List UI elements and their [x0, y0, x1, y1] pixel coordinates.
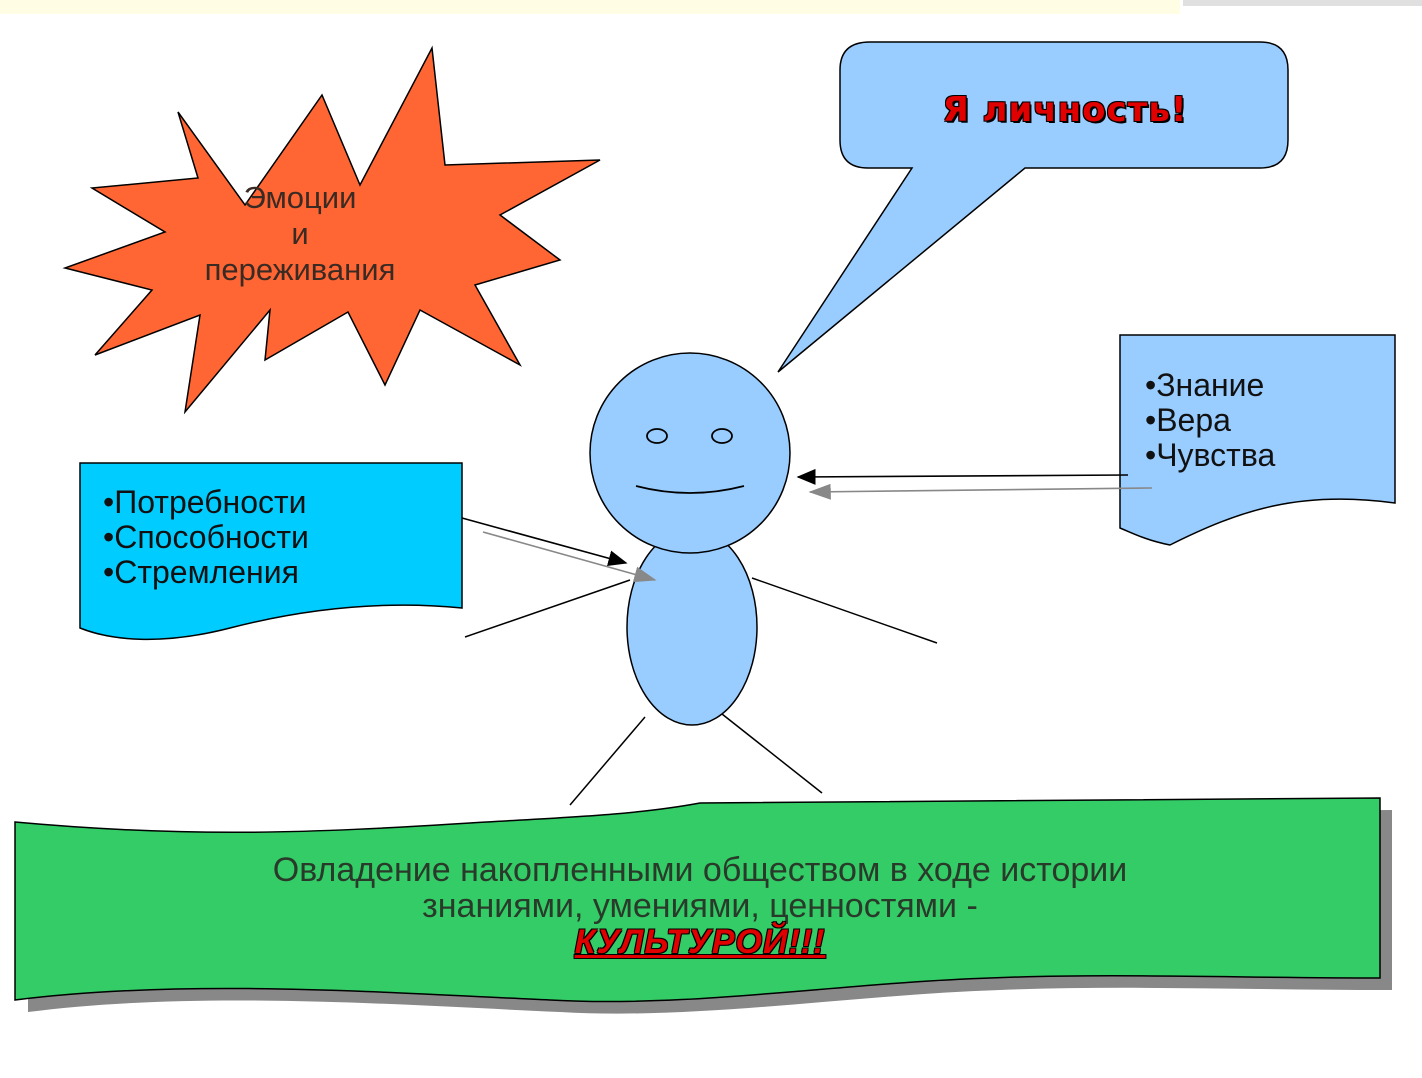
right-eye — [711, 428, 733, 444]
right-note-item: Знание — [1145, 368, 1275, 403]
smile — [635, 485, 745, 494]
banner-line-2: знаниями, умениями, ценностями - — [422, 887, 978, 925]
arrow-left-gray — [482, 531, 657, 583]
figure-body — [626, 528, 758, 726]
left-note-item: Стремления — [103, 555, 309, 590]
right-note-list: Знание Вера Чувства — [1145, 368, 1275, 473]
right-note-item: Чувства — [1145, 438, 1275, 473]
top-strip — [0, 0, 1180, 14]
banner-label: Овладение накопленными обществом в ходе … — [40, 852, 1360, 960]
arrow-right-gray — [808, 483, 1153, 500]
right-arm — [751, 577, 938, 644]
left-note-item: Потребности — [103, 485, 309, 520]
left-note-item: Способности — [103, 520, 309, 555]
arrow-right-black — [796, 468, 1129, 485]
banner-shape — [14, 797, 1381, 1003]
banner-line-1: Овладение накопленными обществом в ходе … — [272, 851, 1128, 889]
burst-line-1: Эмоции — [243, 180, 357, 215]
burst-label: Эмоции и переживания — [140, 180, 460, 288]
burst-line-3: переживания — [204, 252, 396, 287]
arrow-left-black — [461, 517, 628, 567]
burst-line-2: и — [291, 216, 309, 251]
speech-bubble — [777, 41, 1289, 373]
figure-head — [589, 352, 791, 554]
left-eye — [646, 428, 668, 444]
emotions-burst — [62, 45, 601, 415]
left-note-list: Потребности Способности Стремления — [103, 485, 309, 590]
left-leg — [569, 716, 646, 806]
left-arm — [464, 579, 631, 638]
speech-label: Я личность! — [942, 90, 1188, 130]
right-leg — [721, 713, 823, 794]
top-strip-right — [1183, 0, 1422, 6]
right-note-item: Вера — [1145, 403, 1275, 438]
banner-emphasis: КУЛЬТУРОЙ!!! — [574, 923, 826, 961]
